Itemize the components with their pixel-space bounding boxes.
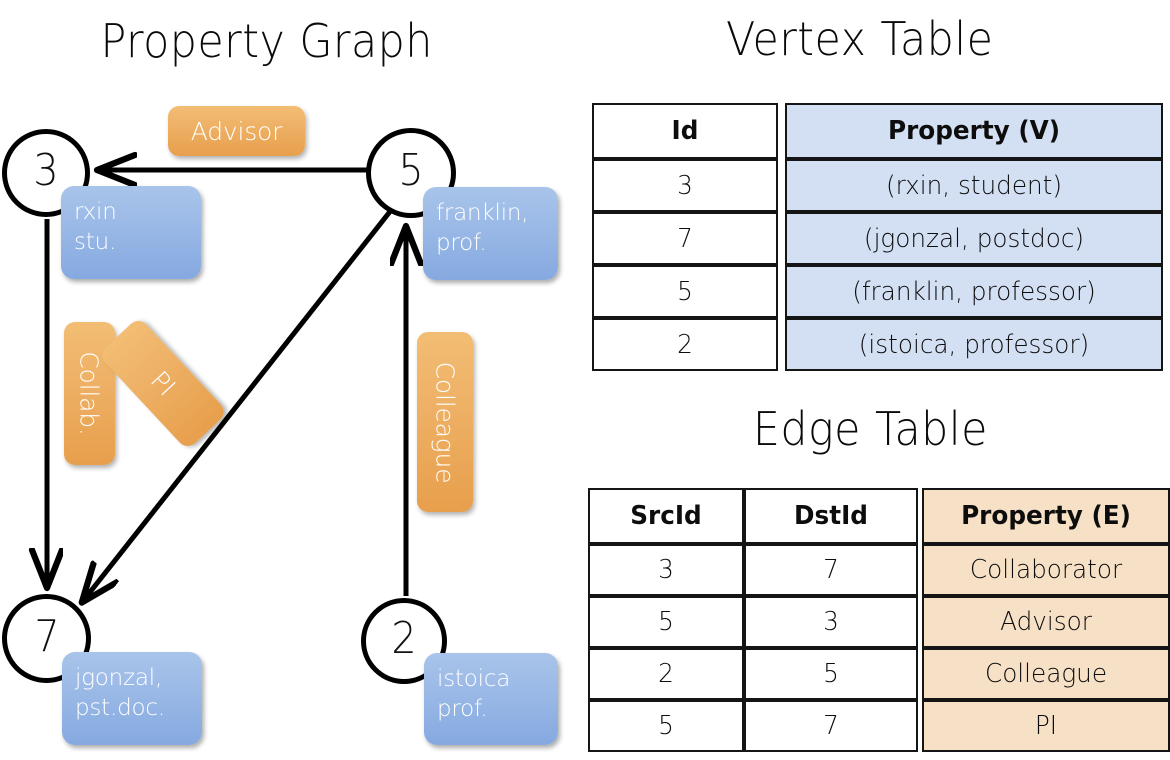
graph-node-7-label: 7 bbox=[33, 610, 60, 662]
vertex-row-1-property: (jgonzal, postdoc) bbox=[785, 212, 1163, 265]
edge-row-2-dst: 5 bbox=[744, 648, 918, 700]
vertex-row-3-property: (istoica, professor) bbox=[785, 318, 1163, 371]
edge-row-0-property: Collaborator bbox=[922, 544, 1170, 596]
node-property-bubble-rxin: rxin stu. bbox=[61, 186, 201, 279]
vertex-table-column-gap bbox=[778, 318, 785, 371]
page-title-edge-table: Edge Table bbox=[752, 402, 988, 456]
edge-label-collab: Collab. bbox=[64, 322, 115, 465]
edge-row-2-property: Colleague bbox=[922, 648, 1170, 700]
vertex-row-2-id: 5 bbox=[592, 265, 778, 318]
edge-row-3-dst: 7 bbox=[744, 700, 918, 752]
edge-row-3-property: PI bbox=[922, 700, 1170, 752]
edge-label-colleague: Colleague bbox=[417, 332, 473, 512]
vertex-row-3-id: 2 bbox=[592, 318, 778, 371]
edge-row-3-src: 5 bbox=[588, 700, 744, 752]
table-row: 7 (jgonzal, postdoc) bbox=[592, 212, 1163, 265]
edge-table-header-property: Property (E) bbox=[922, 488, 1170, 544]
edge-row-0-src: 3 bbox=[588, 544, 744, 596]
edge-row-1-src: 5 bbox=[588, 596, 744, 648]
edge-row-0-dst: 7 bbox=[744, 544, 918, 596]
vertex-row-0-property: (rxin, student) bbox=[785, 159, 1163, 212]
vertex-table-column-gap bbox=[778, 212, 785, 265]
edge-row-1-dst: 3 bbox=[744, 596, 918, 648]
edge-table-column-gap bbox=[918, 488, 922, 544]
vertex-table-column-gap bbox=[778, 159, 785, 212]
table-row: 5 7 PI bbox=[588, 700, 1170, 752]
edge-table-column-gap bbox=[918, 648, 922, 700]
vertex-table: Id Property (V) 3 (rxin, student) 7 (jgo… bbox=[592, 103, 1163, 371]
node-property-bubble-jgonzal: jgonzal, pst.doc. bbox=[62, 652, 202, 745]
edge-table-column-gap bbox=[918, 700, 922, 752]
node-property-bubble-istoica: istoica prof. bbox=[424, 653, 558, 745]
table-row: 5 3 Advisor bbox=[588, 596, 1170, 648]
vertex-table-header-row: Id Property (V) bbox=[592, 103, 1163, 159]
graph-node-5[interactable]: 5 bbox=[366, 128, 456, 218]
vertex-table-header-property: Property (V) bbox=[785, 103, 1163, 159]
edge-label-pi-text: PI bbox=[144, 365, 182, 402]
vertex-table-column-gap bbox=[778, 103, 785, 159]
graph-node-2-label: 2 bbox=[391, 613, 417, 664]
page-title-vertex-table: Vertex Table bbox=[726, 12, 994, 66]
edge-label-colleague-text: Colleague bbox=[430, 361, 460, 483]
page-title-property-graph: Property Graph bbox=[100, 14, 433, 68]
table-row: 5 (franklin, professor) bbox=[592, 265, 1163, 318]
graph-node-2[interactable]: 2 bbox=[361, 598, 447, 684]
table-row: 3 (rxin, student) bbox=[592, 159, 1163, 212]
vertex-row-1-id: 7 bbox=[592, 212, 778, 265]
vertex-row-2-property: (franklin, professor) bbox=[785, 265, 1163, 318]
table-row: 2 (istoica, professor) bbox=[592, 318, 1163, 371]
vertex-table-header-id: Id bbox=[592, 103, 778, 159]
edge-table-header-row: SrcId DstId Property (E) bbox=[588, 488, 1170, 544]
table-row: 3 7 Collaborator bbox=[588, 544, 1170, 596]
edge-5-to-7-pi bbox=[83, 207, 394, 601]
graph-node-3-label: 3 bbox=[33, 145, 59, 196]
edge-table-column-gap bbox=[918, 596, 922, 648]
edge-table-header-dstid: DstId bbox=[744, 488, 918, 544]
table-row: 2 5 Colleague bbox=[588, 648, 1170, 700]
vertex-table-column-gap bbox=[778, 265, 785, 318]
edge-table: SrcId DstId Property (E) 3 7 Collaborato… bbox=[588, 488, 1170, 752]
vertex-row-0-id: 3 bbox=[592, 159, 778, 212]
edge-label-advisor-text: Advisor bbox=[190, 116, 283, 146]
edge-table-column-gap bbox=[918, 544, 922, 596]
property-graph-diagram: 3 5 7 2 rxin stu. franklin, prof. jgonza… bbox=[0, 0, 585, 760]
edge-label-collab-text: Collab. bbox=[75, 351, 105, 436]
edge-table-header-srcid: SrcId bbox=[588, 488, 744, 544]
graph-node-5-label: 5 bbox=[398, 145, 424, 196]
edge-row-2-src: 2 bbox=[588, 648, 744, 700]
node-property-bubble-franklin: franklin, prof. bbox=[423, 187, 558, 280]
graph-edges-svg bbox=[0, 0, 585, 760]
edge-label-advisor: Advisor bbox=[168, 106, 305, 156]
edge-row-1-property: Advisor bbox=[922, 596, 1170, 648]
